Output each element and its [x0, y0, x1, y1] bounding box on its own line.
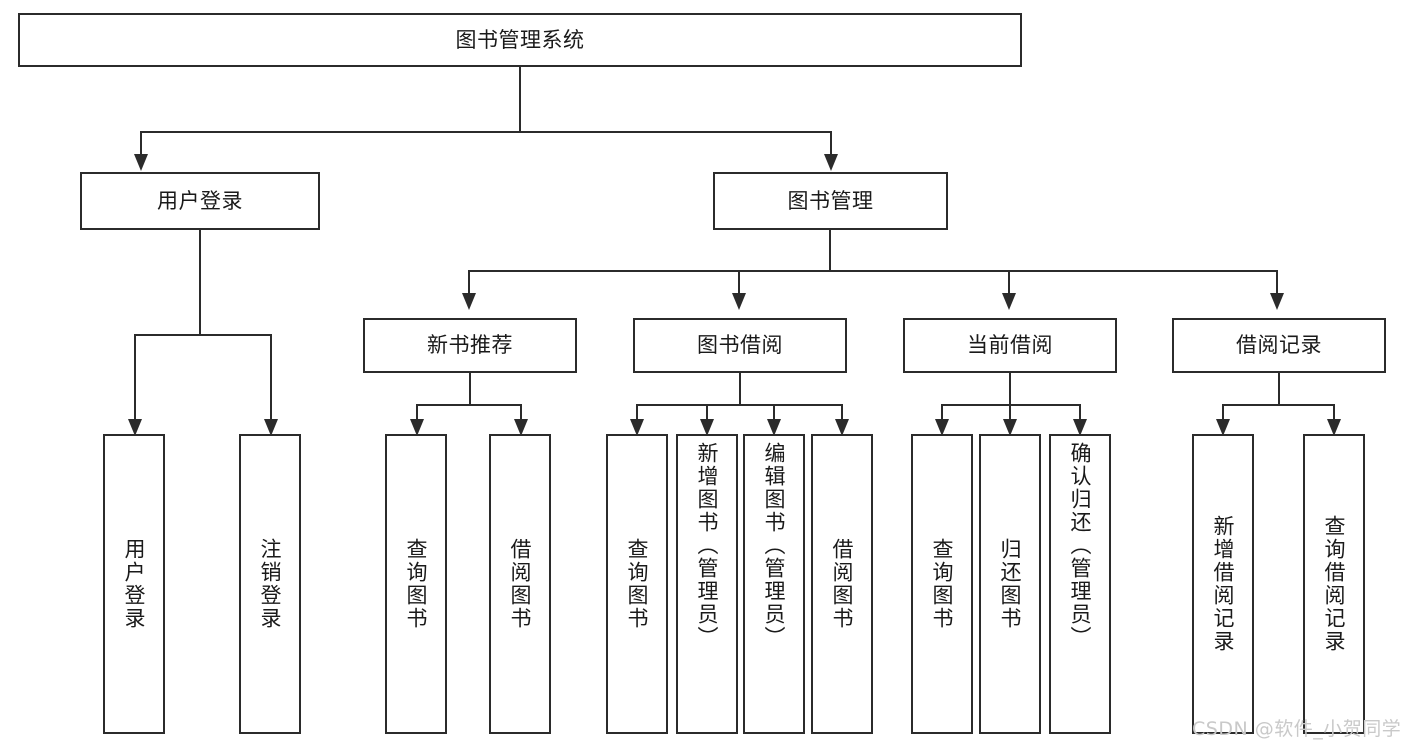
connector-bm-to-book-borrow [738, 270, 740, 295]
connector-bb-to-leaf-2 [706, 404, 708, 422]
watermark: CSDN @软件_小贺同学 [1192, 718, 1402, 740]
node-label: 借阅记录 [1236, 333, 1322, 358]
arrowhead-bb-leaf-2 [700, 419, 714, 436]
connector-new-book-stem [469, 373, 471, 406]
node-root-book-management-system[interactable]: 图书管理系统 [18, 13, 1022, 67]
connector-br-to-leaf-1 [1222, 404, 1224, 422]
connector-bb-to-leaf-1 [636, 404, 638, 422]
leaf-bb-borrow-book[interactable]: 借阅图书 [811, 434, 873, 734]
connector-nb-to-leaf-1 [416, 404, 418, 422]
arrowhead-nb-leaf-1 [410, 419, 424, 436]
node-label: 图书管理系统 [455, 27, 585, 52]
arrowhead-user-login-leaf-1 [128, 419, 142, 436]
connector-br-to-leaf-2 [1333, 404, 1335, 422]
connector-user-login-bar [134, 334, 272, 336]
node-user-login[interactable]: 用户登录 [80, 172, 320, 230]
node-label: 查询图书 [625, 538, 650, 630]
node-new-book-recommend[interactable]: 新书推荐 [363, 318, 577, 373]
arrowhead-nb-leaf-2 [514, 419, 528, 436]
arrowhead-bb-leaf-3 [767, 419, 781, 436]
leaf-cb-query-book[interactable]: 查询图书 [911, 434, 973, 734]
connector-user-login-to-leaf-2 [270, 334, 272, 422]
connector-cb-to-leaf-3 [1079, 404, 1081, 422]
connector-cb-to-leaf-2 [1009, 404, 1011, 422]
node-label: 新增借阅记录 [1211, 515, 1236, 653]
node-book-borrow[interactable]: 图书借阅 [633, 318, 847, 373]
leaf-cb-return-book[interactable]: 归还图书 [979, 434, 1041, 734]
arrowhead-cb-leaf-2 [1003, 419, 1017, 436]
node-label: 借阅图书 [830, 538, 855, 630]
leaf-cb-confirm-return-admin[interactable]: 确认归还（管理员） [1049, 434, 1111, 734]
node-label: 确认归还（管理员） [1068, 442, 1093, 649]
arrowhead-cb-leaf-1 [935, 419, 949, 436]
connector-bm-to-new-book [468, 270, 470, 295]
node-label: 查询图书 [930, 538, 955, 630]
arrowhead-current-borrow [1002, 293, 1016, 310]
leaf-bb-edit-book-admin[interactable]: 编辑图书（管理员） [743, 434, 805, 734]
connector-root-to-book-management [830, 131, 832, 156]
leaf-br-add-record[interactable]: 新增借阅记录 [1192, 434, 1254, 734]
arrowhead-br-leaf-2 [1327, 419, 1341, 436]
connector-root-stem [519, 67, 521, 132]
connector-borrow-record-stem [1278, 373, 1280, 406]
connector-root-to-user-login [140, 131, 142, 156]
arrowhead-book-management [824, 154, 838, 171]
node-label: 查询借阅记录 [1322, 515, 1347, 653]
node-current-borrow[interactable]: 当前借阅 [903, 318, 1117, 373]
leaf-bb-query-book[interactable]: 查询图书 [606, 434, 668, 734]
arrowhead-borrow-record [1270, 293, 1284, 310]
connector-current-borrow-bar [941, 404, 1081, 406]
leaf-user-login[interactable]: 用户登录 [103, 434, 165, 734]
node-label: 借阅图书 [508, 538, 533, 630]
connector-book-borrow-stem [739, 373, 741, 406]
node-label: 归还图书 [998, 538, 1023, 630]
connector-user-login-stem [199, 230, 201, 335]
node-label: 用户登录 [157, 188, 243, 213]
arrowhead-bb-leaf-1 [630, 419, 644, 436]
leaf-bb-add-book-admin[interactable]: 新增图书（管理员） [676, 434, 738, 734]
node-label: 新增图书（管理员） [695, 442, 720, 649]
arrowhead-br-leaf-1 [1216, 419, 1230, 436]
connector-book-borrow-bar [636, 404, 843, 406]
node-label: 编辑图书（管理员） [762, 442, 787, 649]
node-label: 当前借阅 [967, 333, 1053, 358]
connector-bb-to-leaf-4 [841, 404, 843, 422]
arrowhead-book-borrow [732, 293, 746, 310]
node-label: 注销登录 [258, 538, 283, 630]
node-label: 图书管理 [787, 188, 874, 213]
connector-bm-to-borrow-record [1276, 270, 1278, 295]
leaf-logout-login[interactable]: 注销登录 [239, 434, 301, 734]
leaf-nb-query-book[interactable]: 查询图书 [385, 434, 447, 734]
connector-bm-to-current-borrow [1008, 270, 1010, 295]
connector-borrow-record-bar [1222, 404, 1335, 406]
connector-book-management-stem [829, 230, 831, 272]
leaf-nb-borrow-book[interactable]: 借阅图书 [489, 434, 551, 734]
node-label: 用户登录 [122, 538, 147, 630]
node-book-management[interactable]: 图书管理 [713, 172, 948, 230]
connector-nb-to-leaf-2 [520, 404, 522, 422]
arrowhead-bb-leaf-4 [835, 419, 849, 436]
connector-bb-to-leaf-3 [773, 404, 775, 422]
arrowhead-new-book-recommend [462, 293, 476, 310]
arrowhead-user-login [134, 154, 148, 171]
connector-new-book-bar [416, 404, 522, 406]
arrowhead-user-login-leaf-2 [264, 419, 278, 436]
connector-book-management-bar [468, 270, 1278, 272]
node-label: 新书推荐 [427, 333, 513, 358]
node-borrow-record[interactable]: 借阅记录 [1172, 318, 1386, 373]
node-label: 查询图书 [404, 538, 429, 630]
arrowhead-cb-leaf-3 [1073, 419, 1087, 436]
connector-current-borrow-stem [1009, 373, 1011, 406]
connector-cb-to-leaf-1 [941, 404, 943, 422]
connector-root-bar [140, 131, 832, 133]
connector-user-login-to-leaf-1 [134, 334, 136, 422]
node-label: 图书借阅 [697, 333, 783, 358]
leaf-br-query-record[interactable]: 查询借阅记录 [1303, 434, 1365, 734]
